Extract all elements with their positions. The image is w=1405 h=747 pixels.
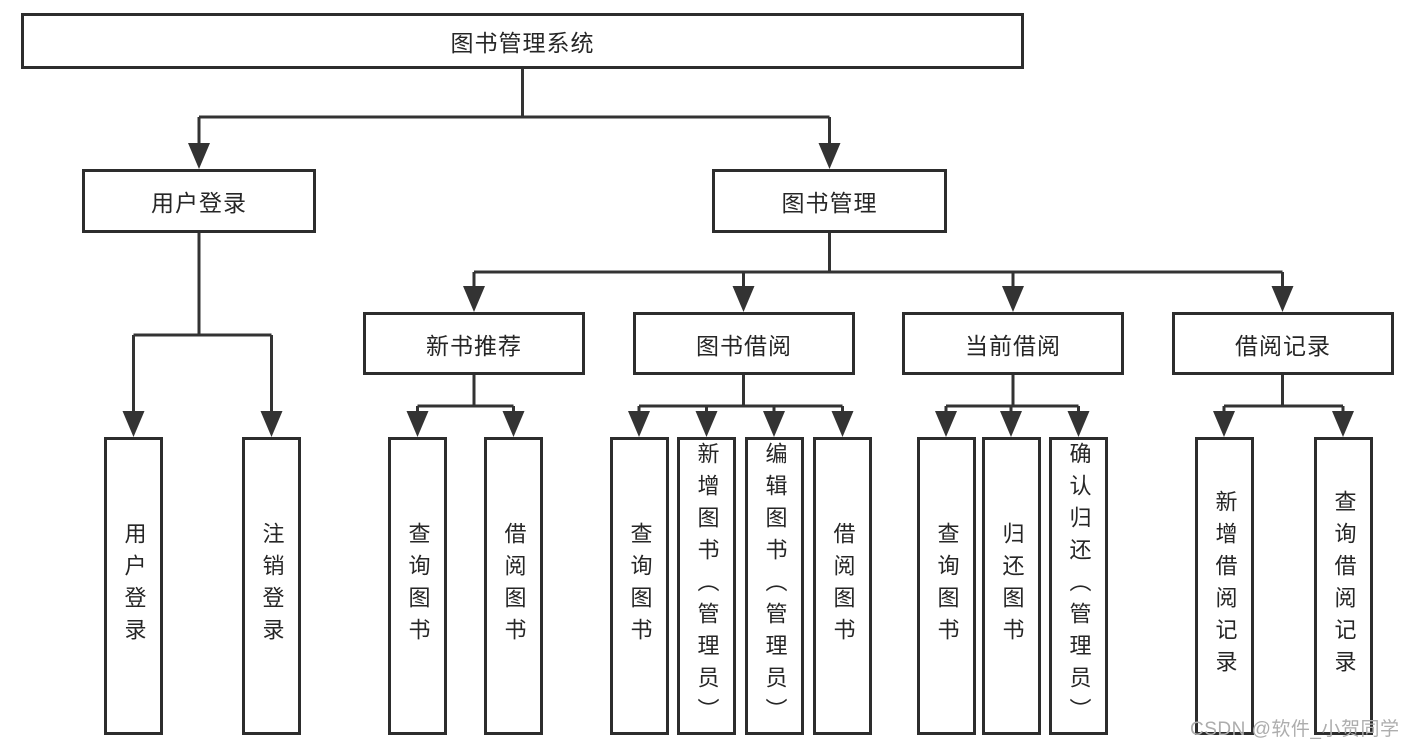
node-borrowing-records: 借阅记录 <box>1172 312 1394 375</box>
leaf-label: 注销登录 <box>259 522 285 650</box>
node-book-management: 图书管理 <box>712 169 947 233</box>
arrow-down-icon <box>763 411 785 437</box>
arrow-down-icon <box>1000 411 1022 437</box>
node-label: 新书推荐 <box>426 332 522 359</box>
arrow-down-icon <box>463 286 485 312</box>
leaf-label: 新增借阅记录 <box>1212 490 1238 682</box>
leaf-borrow-books: 借阅图书 <box>484 437 543 735</box>
arrow-down-icon <box>1213 411 1235 437</box>
csdn-watermark: CSDN @软件_小贺同学 <box>1190 719 1400 740</box>
leaf-user-login: 用户登录 <box>104 437 163 735</box>
arrow-down-icon <box>260 411 283 437</box>
leaf-label: 查询借阅记录 <box>1331 490 1357 682</box>
arrow-down-icon <box>628 411 650 437</box>
leaf-label: 确认归还（管理员） <box>1066 442 1092 730</box>
arrow-down-icon <box>502 411 525 437</box>
leaf-label: 编辑图书（管理员） <box>762 442 788 730</box>
leaf-borrow-books: 借阅图书 <box>813 437 872 735</box>
node-book-borrowing: 图书借阅 <box>633 312 855 375</box>
leaf-label: 用户登录 <box>121 522 147 650</box>
node-label: 图书管理系统 <box>450 30 595 56</box>
leaf-query-books: 查询图书 <box>917 437 976 735</box>
arrow-down-icon <box>818 143 841 169</box>
node-label: 当前借阅 <box>965 332 1061 359</box>
node-library-management-system: 图书管理系统 <box>21 13 1024 69</box>
arrow-down-icon <box>695 411 718 437</box>
leaf-return-books: 归还图书 <box>982 437 1041 735</box>
arrow-down-icon <box>1332 411 1354 437</box>
arrow-down-icon <box>831 411 854 437</box>
leaf-label: 借阅图书 <box>830 522 856 650</box>
arrow-down-icon <box>935 411 957 437</box>
leaf-confirm-return-admin: 确认归还（管理员） <box>1049 437 1108 735</box>
node-user-login: 用户登录 <box>82 169 316 233</box>
arrow-down-icon <box>1067 411 1090 437</box>
leaf-label: 借阅图书 <box>501 522 527 650</box>
leaf-add-borrow-record: 新增借阅记录 <box>1195 437 1254 735</box>
node-label: 借阅记录 <box>1235 332 1331 359</box>
leaf-label: 归还图书 <box>999 522 1025 650</box>
arrow-down-icon <box>122 411 145 437</box>
arrow-down-icon <box>1271 286 1294 312</box>
arrow-down-icon <box>188 143 210 169</box>
leaf-logout: 注销登录 <box>242 437 301 735</box>
node-label: 图书管理 <box>781 190 878 216</box>
arrow-down-icon <box>732 286 755 312</box>
arrow-down-icon <box>406 411 429 437</box>
leaf-query-books: 查询图书 <box>610 437 669 735</box>
leaf-label: 查询图书 <box>405 522 431 650</box>
arrow-down-icon <box>1002 286 1024 312</box>
leaf-query-borrow-record: 查询借阅记录 <box>1314 437 1373 735</box>
leaf-add-books-admin: 新增图书（管理员） <box>677 437 736 735</box>
leaf-label: 新增图书（管理员） <box>694 442 720 730</box>
node-new-book-recommend: 新书推荐 <box>363 312 585 375</box>
leaf-label: 查询图书 <box>627 522 653 650</box>
node-label: 图书借阅 <box>696 332 792 359</box>
leaf-label: 查询图书 <box>934 522 960 650</box>
node-current-borrowing: 当前借阅 <box>902 312 1124 375</box>
leaf-query-books: 查询图书 <box>388 437 447 735</box>
leaf-edit-books-admin: 编辑图书（管理员） <box>745 437 804 735</box>
node-label: 用户登录 <box>151 190 247 216</box>
